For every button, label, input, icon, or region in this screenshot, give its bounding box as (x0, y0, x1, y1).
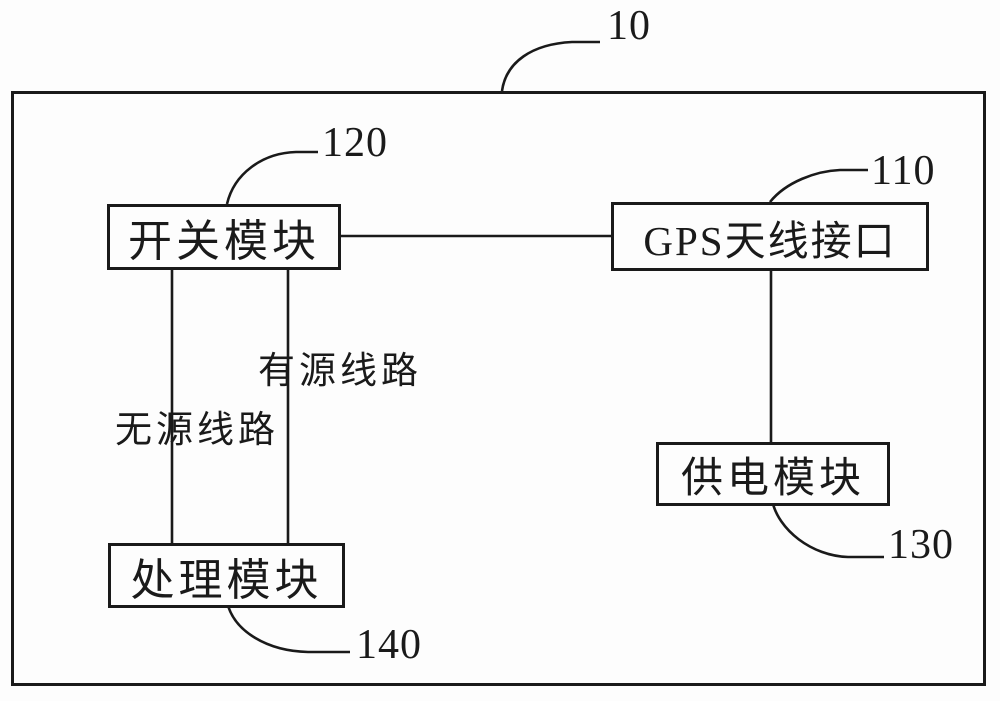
processing-module-label: 处理模块 (130, 555, 323, 605)
processing-module-box: 处理模块 (108, 543, 345, 608)
gps-antenna-interface-label: GPS天线接口 (643, 217, 897, 264)
power-supply-module-label: 供电模块 (680, 455, 865, 502)
active-line-label: 有源线路 (258, 351, 422, 392)
device-boundary-box (11, 91, 986, 686)
switch-module-box: 开关模块 (107, 204, 341, 270)
leader-line-ref-110 (768, 168, 868, 203)
power-supply-module-box: 供电模块 (656, 442, 890, 506)
ref-numeral-140: 140 (356, 622, 422, 668)
ref-numeral-130: 130 (888, 522, 954, 568)
leader-line-ref-10 (500, 40, 600, 92)
gps-antenna-interface-box: GPS天线接口 (611, 202, 929, 271)
leader-line-ref-130 (770, 499, 884, 559)
ref-numeral-10: 10 (607, 3, 651, 49)
passive-line-label: 无源线路 (115, 410, 279, 451)
leader-line-ref-120 (225, 150, 318, 205)
leader-line-ref-140 (225, 601, 350, 654)
ref-numeral-110: 110 (871, 148, 936, 194)
ref-numeral-120: 120 (322, 120, 388, 166)
switch-module-label: 开关模块 (128, 217, 320, 266)
